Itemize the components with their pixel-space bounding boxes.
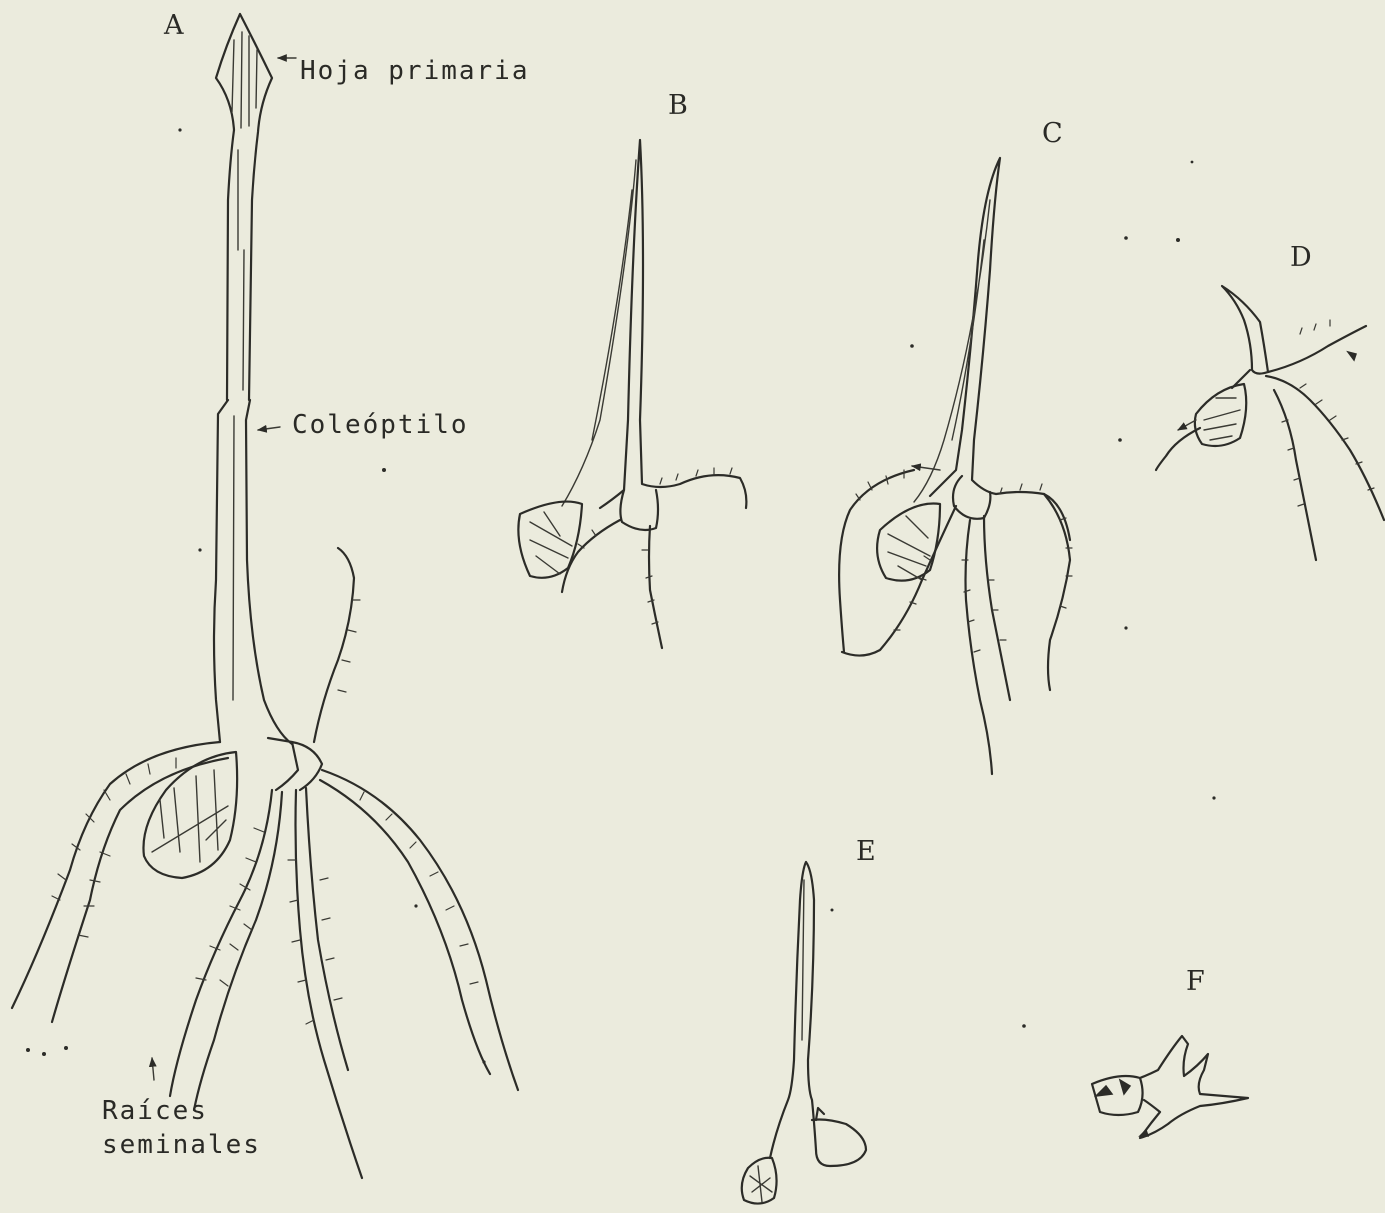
panel-label-a: A	[164, 10, 184, 41]
panel-label-d: D	[1290, 242, 1312, 273]
coleoptile-pointer	[258, 427, 280, 430]
seed-a	[143, 752, 237, 878]
primary-leaf-label: Hoja primaria	[300, 56, 530, 86]
panel-label-f: F	[1186, 966, 1205, 997]
seedling-b	[518, 140, 746, 648]
seed-d	[1195, 384, 1246, 446]
seminal-roots-label-line2: seminales	[102, 1130, 261, 1160]
seedling-d	[910, 236, 1384, 560]
seedling-f	[1022, 161, 1248, 1138]
seminal-roots-label-line1: Raíces	[102, 1096, 208, 1126]
seminal-roots-pointer	[152, 1058, 154, 1080]
panel-label-b: B	[668, 90, 688, 121]
seed-c	[877, 504, 940, 581]
seedling-e	[742, 862, 866, 1204]
panel-label-c: C	[1042, 118, 1063, 149]
seedling-c	[839, 158, 1072, 774]
seed-e	[742, 1158, 777, 1204]
panel-label-e: E	[856, 836, 876, 867]
seminal-roots-a	[12, 548, 518, 1178]
seed-b	[518, 502, 582, 578]
seedling-a	[12, 14, 518, 1178]
coleoptile-label: Coleóptilo	[292, 410, 469, 440]
